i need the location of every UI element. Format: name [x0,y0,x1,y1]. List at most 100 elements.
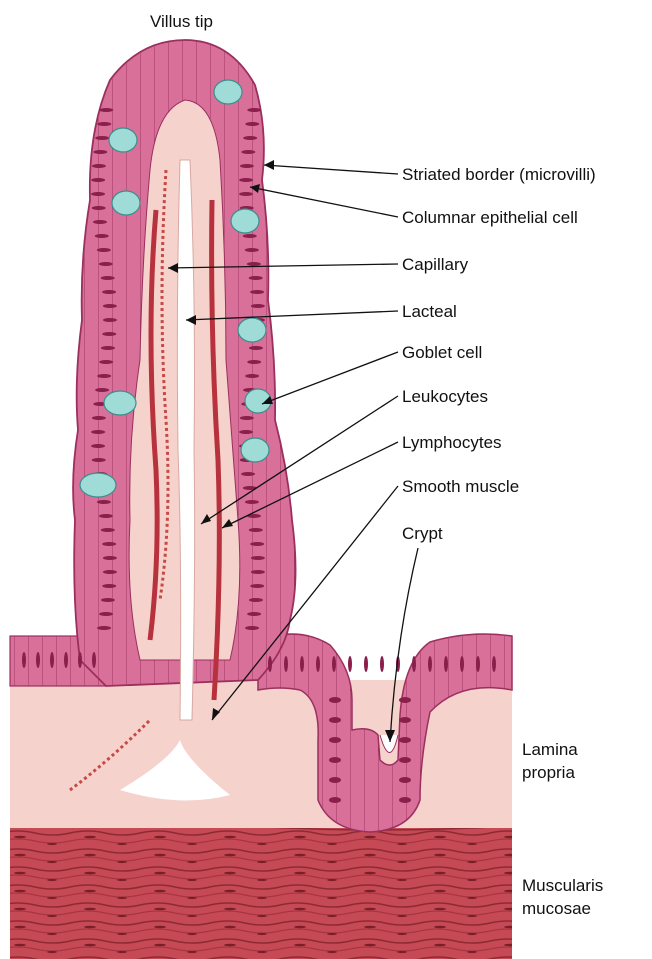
nucleus [428,656,432,672]
nucleus [247,262,261,266]
leader-goblet-cell [262,352,398,404]
nucleus [36,652,40,668]
nucleus [329,717,341,723]
goblet-cell [109,128,137,152]
nucleus [247,108,261,112]
nucleus [380,656,384,672]
arrowhead [264,160,274,170]
nucleus [492,656,496,672]
nucleus [251,304,265,308]
nucleus [97,500,111,504]
label-lamina-line1: Lamina [522,740,578,759]
label-lymphocytes: Lymphocytes [402,433,502,452]
nucleus [102,332,116,336]
nucleus [103,570,117,574]
nucleus [64,652,68,668]
nucleus [99,360,113,364]
nucleus [91,430,105,434]
label-smooth-muscle: Smooth muscle [402,477,519,496]
nucleus [243,234,257,238]
label-lamina-line2: propria [522,763,575,782]
nucleus [91,192,105,196]
nucleus [399,717,411,723]
nucleus [250,290,264,294]
nucleus [247,612,261,616]
nucleus [99,514,113,518]
nucleus [268,656,272,672]
nucleus [240,164,254,168]
label-capillary: Capillary [402,255,469,274]
nucleus [97,626,111,630]
nucleus [91,444,105,448]
nucleus [50,652,54,668]
nucleus [103,304,117,308]
nucleus [92,652,96,668]
label-muscularis-line1: Muscularis [522,876,603,895]
nucleus [250,542,264,546]
nucleus [93,220,107,224]
nucleus [101,346,115,350]
nucleus [329,777,341,783]
nucleus [102,290,116,294]
nucleus [95,234,109,238]
nucleus [399,777,411,783]
nucleus [329,737,341,743]
nucleus [316,656,320,672]
nucleus [249,528,263,532]
nucleus [97,374,111,378]
nucleus [239,430,253,434]
nucleus [101,276,115,280]
goblet-cell [238,318,266,342]
nucleus [95,388,109,392]
nucleus [249,598,263,602]
nucleus [364,656,368,672]
nucleus [92,206,106,210]
nucleus [249,346,263,350]
label-striated-border: Striated border (microvilli) [402,165,596,184]
nucleus [95,136,109,140]
label-villus-tip: Villus tip [150,12,213,31]
label-columnar-cell: Columnar epithelial cell [402,208,578,227]
nucleus [348,656,352,672]
nucleus [78,652,82,668]
nucleus [103,318,117,322]
nucleus [22,652,26,668]
nucleus [99,108,113,112]
goblet-cell [241,438,269,462]
nucleus [101,528,115,532]
nucleus [245,500,259,504]
nucleus [476,656,480,672]
label-lacteal: Lacteal [402,302,457,321]
goblet-cell [112,191,140,215]
nucleus [239,192,253,196]
muscle-layer [10,826,512,959]
nucleus [247,360,261,364]
nucleus [245,122,259,126]
goblet-cell [231,209,259,233]
label-crypt: Crypt [402,524,443,543]
nucleus [399,737,411,743]
nucleus [92,458,106,462]
nucleus [91,178,105,182]
label-goblet-cell: Goblet cell [402,343,482,362]
nucleus [460,656,464,672]
nucleus [245,248,259,252]
goblet-cell [104,391,136,415]
leader-columnar-cell [250,187,398,217]
nucleus [399,797,411,803]
nucleus [239,178,253,182]
nucleus [251,570,265,574]
nucleus [241,472,255,476]
nucleus [243,136,257,140]
nucleus [329,697,341,703]
nucleus [412,656,416,672]
nucleus [444,656,448,672]
nucleus [97,248,111,252]
nucleus [99,262,113,266]
label-leukocytes: Leukocytes [402,387,488,406]
nucleus [103,556,117,560]
goblet-cell [80,473,116,497]
nucleus [102,584,116,588]
nucleus [93,150,107,154]
nucleus [399,697,411,703]
